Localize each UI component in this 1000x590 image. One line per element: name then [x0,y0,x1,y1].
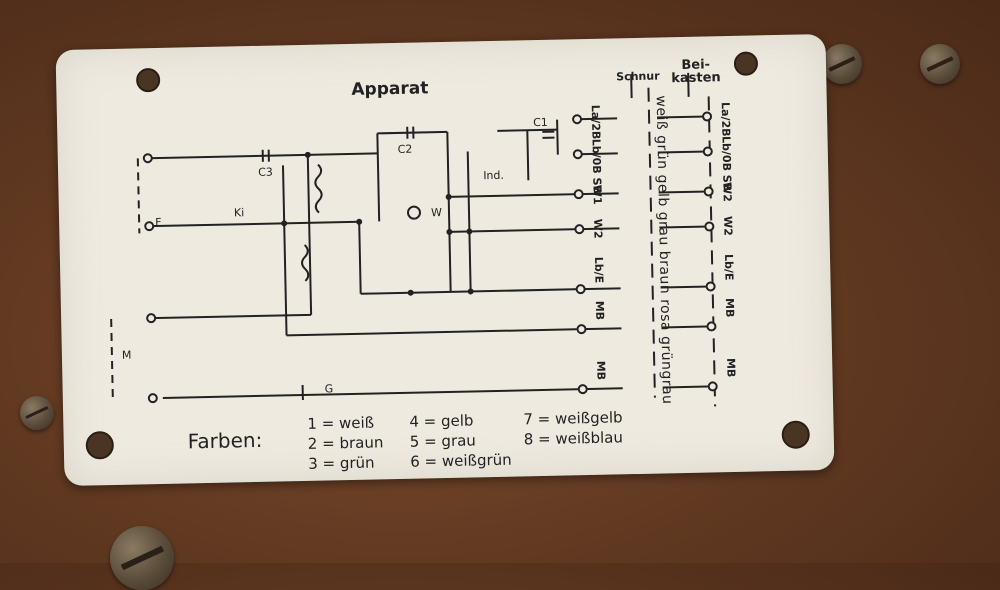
header-beikasten: Bei- kasten [671,58,721,85]
legend-item-4: 4 = gelb [409,411,473,430]
terminal-right-7: MB [724,358,737,378]
label-f: F [155,216,162,229]
terminal-right-4: W2 [721,216,734,236]
plate-title: Apparat [351,78,428,100]
label-c2: C2 [398,143,413,156]
screw-icon [822,44,862,84]
terminal-right-1: La/2B [719,102,733,137]
legend-item-7: 7 = weißgelb [523,408,623,428]
label-c3: C3 [258,166,273,179]
label-ind: Ind. [483,169,504,182]
legend-item-2: 2 = braun [308,433,384,453]
screw-icon [920,44,960,84]
screw-icon [110,526,174,590]
terminal-right-5: Lb/E [722,254,736,281]
terminal-left-4: W2 [591,219,604,239]
terminal-right-3: W2 [720,182,733,202]
wiring-diagram-plate: Apparat Schnur Bei- kasten weiß grün gel… [56,34,835,486]
header-schnur: Schnur [616,69,660,83]
label-g: G [325,382,334,395]
terminal-left-6: MB [593,301,606,321]
terminal-left-3: W1 [590,185,603,205]
header-beikasten-line2: kasten [671,70,721,86]
legend-item-8: 8 = weißblau [524,428,624,448]
terminal-left-7: MB [594,361,607,381]
label-c1: C1 [533,116,548,129]
terminal-left-5: Lb/E [592,257,606,284]
header-schnur-text: Schnur [616,69,660,83]
label-m: M [122,349,132,362]
legend-item-3: 3 = grün [308,454,375,473]
legend-item-6: 6 = weißgrün [410,451,512,471]
legend-item-5: 5 = grau [410,431,476,450]
legend-item-1: 1 = weiß [307,414,374,433]
screw-icon [20,396,54,430]
legend-title: Farben: [187,428,262,454]
label-w: W [431,206,442,219]
terminal-right-6: MB [723,298,736,318]
terminal-left-1: La/2B [589,105,603,140]
label-ki: Ki [234,206,245,219]
